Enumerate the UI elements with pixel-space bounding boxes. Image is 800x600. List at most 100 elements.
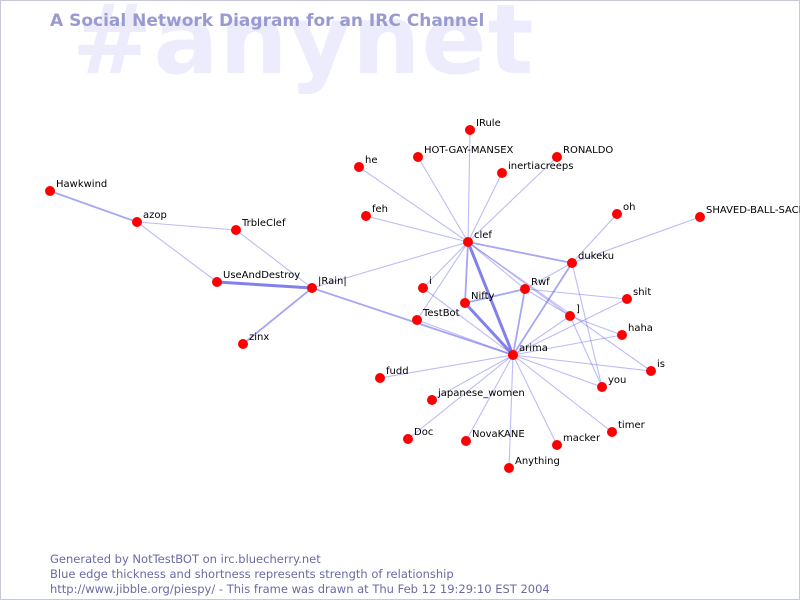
node-label-shaved-ball-sack: SHAVED-BALL-SACK <box>706 205 800 216</box>
node-inertiacreeps[interactable] <box>497 168 507 178</box>
edge-azop-trbleclef <box>136 221 237 231</box>
node-shit[interactable] <box>622 294 632 304</box>
node-label-inertiacreeps: inertiacreeps <box>508 161 573 172</box>
edge-clef-is <box>467 241 652 372</box>
node-label-clef: clef <box>474 230 492 241</box>
edge-rwf-bracket <box>524 288 571 317</box>
edge-rwf-nifty <box>464 288 526 304</box>
edge-is-arima <box>512 354 652 372</box>
node-label-irule: IRule <box>476 118 501 129</box>
edge-clef-irule <box>467 129 471 243</box>
edge-haha-arima <box>512 334 623 356</box>
node-label-novakane: NovaKANE <box>472 429 525 440</box>
edge-i-arima <box>422 287 514 356</box>
edge-rwf-arima <box>512 288 526 356</box>
node-azop[interactable] <box>132 217 142 227</box>
node-feh[interactable] <box>361 211 371 221</box>
label-layer: HawkwindazopTrbleClefUseAndDestroy|Rain|… <box>56 118 800 467</box>
edge-testbot-arima <box>416 319 514 356</box>
node-anything[interactable] <box>504 463 514 473</box>
node-rain[interactable] <box>307 283 317 293</box>
node-he[interactable] <box>354 162 364 172</box>
edge-hawkwind-azop <box>49 190 138 223</box>
footer: Generated by NotTestBOT on irc.bluecherr… <box>50 552 550 597</box>
node-label-azop: azop <box>143 210 167 221</box>
edge-nifty-arima <box>463 301 515 357</box>
edge-clef-arima <box>466 241 515 356</box>
node-label-rain: |Rain| <box>318 276 347 287</box>
node-doc[interactable] <box>403 434 413 444</box>
edge-dukeku-arima <box>512 262 573 356</box>
diagram-title: A Social Network Diagram for an IRC Chan… <box>50 11 485 31</box>
node-fudd[interactable] <box>375 373 385 383</box>
edge-novakane-arima <box>465 354 514 442</box>
edge-clef-nifty <box>464 241 469 304</box>
edge-clef-i <box>422 241 469 289</box>
node-testbot[interactable] <box>412 315 422 325</box>
edge-timer-arima <box>512 354 613 433</box>
node-arima[interactable] <box>508 350 518 360</box>
node-label-oh: oh <box>623 202 635 213</box>
edge-japanese-women-arima <box>431 354 514 401</box>
node-you[interactable] <box>597 382 607 392</box>
edge-clef-he <box>358 166 469 243</box>
node-macker[interactable] <box>552 440 562 450</box>
edge-dukeku-oh <box>571 213 618 264</box>
node-i[interactable] <box>418 283 428 293</box>
node-label-doc: Doc <box>414 427 433 438</box>
edge-dukeku-rwf <box>524 262 573 290</box>
node-haha[interactable] <box>617 330 627 340</box>
node-label-i: i <box>429 276 432 287</box>
node-timer[interactable] <box>607 427 617 437</box>
node-label-macker: macker <box>563 433 601 444</box>
node-label-ronaldo: RONALDO <box>563 145 613 156</box>
node-label-hot-gay-mansex: HOT-GAY-MANSEX <box>424 145 514 156</box>
node-label-fudd: fudd <box>386 366 409 377</box>
node-label-he: he <box>365 155 378 166</box>
node-oh[interactable] <box>612 209 622 219</box>
node-label-dukeku: dukeku <box>578 251 614 262</box>
footer-generated-by: Generated by NotTestBOT on irc.bluecherr… <box>50 552 321 566</box>
node-layer <box>45 125 705 473</box>
node-label-rwf: Rwf <box>531 277 550 288</box>
node-useanddestroy[interactable] <box>212 277 222 287</box>
edge-azop-useanddestroy <box>136 221 218 283</box>
node-dukeku[interactable] <box>567 258 577 268</box>
node-rwf[interactable] <box>520 284 530 294</box>
node-label-nifty: Nifty <box>471 291 495 302</box>
edge-useanddestroy-rain <box>216 280 313 290</box>
edge-clef-hot-gay-mansex <box>417 156 469 243</box>
edge-layer <box>49 129 701 469</box>
footer-timestamp[interactable]: http://www.jibble.org/piespy/ - This fra… <box>50 582 550 596</box>
edge-clef-dukeku <box>467 241 573 264</box>
node-japanese-women[interactable] <box>427 395 437 405</box>
edge-fudd-arima <box>379 354 514 379</box>
node-trbleclef[interactable] <box>231 225 241 235</box>
node-ronaldo[interactable] <box>552 152 562 162</box>
node-hawkwind[interactable] <box>45 186 55 196</box>
channel-watermark: #anynet <box>72 0 535 96</box>
edge-zinx-rain <box>242 287 313 345</box>
footer-legend-note: Blue edge thickness and shortness repres… <box>50 567 454 581</box>
node-label-hawkwind: Hawkwind <box>56 179 107 190</box>
node-bracket[interactable] <box>565 311 575 321</box>
node-nifty[interactable] <box>460 298 470 308</box>
node-label-anything: Anything <box>515 456 560 467</box>
node-is[interactable] <box>646 366 656 376</box>
edge-clef-inertiacreeps <box>467 172 503 243</box>
edge-trbleclef-rain <box>235 229 313 289</box>
node-label-is: is <box>657 359 665 370</box>
node-clef[interactable] <box>463 237 473 247</box>
node-hot-gay-mansex[interactable] <box>413 152 423 162</box>
edge-shit-arima <box>512 298 628 356</box>
node-zinx[interactable] <box>238 339 248 349</box>
node-label-arima: arima <box>519 343 548 354</box>
node-novakane[interactable] <box>461 436 471 446</box>
node-irule[interactable] <box>465 125 475 135</box>
node-label-timer: timer <box>618 420 646 431</box>
edge-macker-arima <box>512 354 558 446</box>
edge-you-arima <box>512 354 603 388</box>
node-label-trbleclef: TrbleClef <box>241 218 286 229</box>
node-shaved-ball-sack[interactable] <box>695 212 705 222</box>
